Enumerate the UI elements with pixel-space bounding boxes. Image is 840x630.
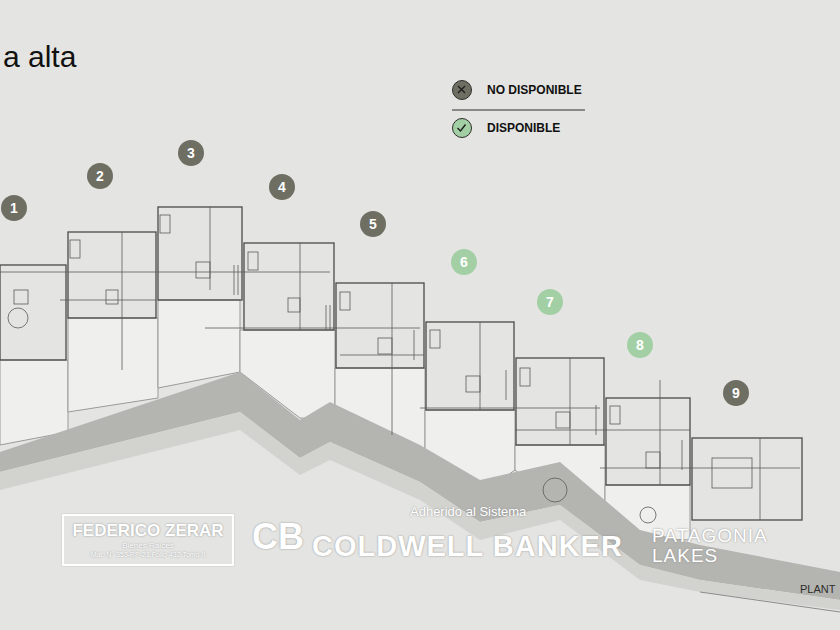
legend-text: NO DISPONIBLE	[487, 83, 582, 97]
unit-callout-circle: 5	[360, 211, 386, 237]
callout-number: 3	[187, 145, 195, 161]
agency-detail: Mat. N° 353-RP-21 Folio 432 Tomo II	[72, 551, 224, 560]
plan-caption: PLANT	[800, 583, 835, 595]
unit-callout-circle: 1	[1, 195, 27, 221]
callout-number: 8	[636, 337, 644, 353]
cross-icon	[453, 81, 470, 98]
brand-text: Adherido al Sistema	[410, 504, 526, 519]
agency-name: FEDERICO ZERAR	[72, 520, 224, 541]
callout-number: 2	[96, 168, 104, 184]
check-icon	[453, 119, 470, 136]
legend-text: DISPONIBLE	[487, 121, 560, 135]
callout-number: 9	[732, 385, 740, 401]
unit-callout-circle: 6	[451, 249, 477, 275]
brand-monogram: CB	[252, 516, 304, 558]
agency-logo-box: FEDERICO ZERARBienes RaícesMat. N° 353-R…	[62, 514, 234, 566]
callout-number: 4	[278, 179, 286, 195]
legend-swatch	[452, 80, 472, 100]
unit-callout-circle: 3	[178, 140, 204, 166]
unit-callout-circle: 9	[723, 380, 749, 406]
callout-number: 1	[10, 200, 18, 216]
brand-text: PATAGONIA LAKES	[652, 526, 762, 566]
callout-number: 6	[460, 254, 468, 270]
unit-callout-circle: 4	[269, 174, 295, 200]
callout-number: 7	[546, 294, 554, 310]
unit-callout-circle: 2	[87, 163, 113, 189]
legend-swatch	[452, 118, 472, 138]
unit-callout-circle: 7	[537, 289, 563, 315]
callout-number: 5	[369, 216, 377, 232]
brand-text: COLDWELL BANKER	[312, 530, 623, 563]
page-title: a alta	[3, 40, 76, 74]
unit-callout-circle: 8	[627, 332, 653, 358]
agency-detail: Bienes Raíces	[72, 541, 224, 551]
